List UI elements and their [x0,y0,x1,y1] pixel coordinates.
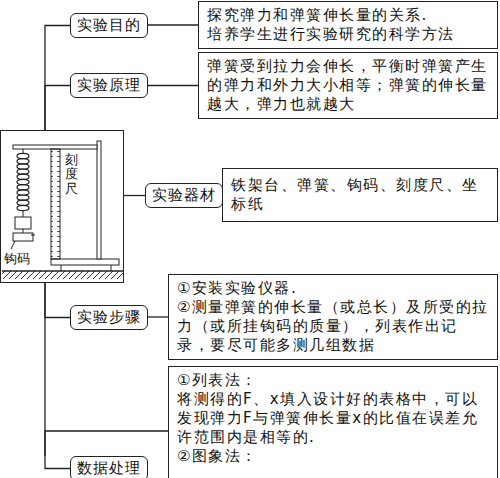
category-box: 实验原理 [70,73,148,98]
category-label: 实验器材 [152,186,216,205]
content-box: 铁架台、弹簧、钩码、刻度尺、坐标纸 [222,168,498,222]
connector [45,431,168,456]
category-label: 实验原理 [77,76,141,95]
content-text: 将测得的F、x填入设计好的表格中，可以发现弹力F与弹簧伸长量x的比值在误差允许范… [177,390,489,447]
content-box: ①列表法：将测得的F、x填入设计好的表格中，可以发现弹力F与弹簧伸长量x的比值在… [168,366,498,478]
content-box: 弹簧受到拉力会伸长，平衡时弹簧产生的弹力和外力大小相等；弹簧的伸长量越大，弹力也… [198,52,498,119]
category-box: 数据处理 [70,456,148,478]
connector [148,85,198,86]
category-label: 实验步骤 [77,308,141,327]
connector [45,283,70,318]
content-text: ②图象法： [177,447,489,466]
category-box: 实验目的 [70,13,148,38]
connector [148,24,198,25]
content-text: 铁架台、弹簧、钩码、刻度尺、坐标纸 [231,176,489,214]
content-box: 探究弹力和弹簧伸长量的关系.培养学生进行实验研究的科学方法 [198,1,498,49]
content-text: ①列表法： [177,371,489,390]
part-label: 钩码 [4,250,30,268]
content-text: 培养学生进行实验研究的科学方法 [207,25,489,44]
apparatus-figure: 刻度尺钩码 [0,130,124,283]
content-box: ①安装实验仪器.②测量弹簧的伸长量（或总长）及所受的拉力（或所挂钩码的质量），列… [168,274,498,360]
category-box: 实验器材 [145,183,223,208]
connector [45,26,70,131]
category-box: 实验步骤 [70,305,148,330]
content-text: 弹簧受到拉力会伸长，平衡时弹簧产生的弹力和外力大小相等；弹簧的伸长量越大，弹力也… [207,57,489,114]
connector [45,86,70,131]
category-label: 实验目的 [77,16,141,35]
content-text: ①安装实验仪器. [177,279,489,298]
part-label: 刻度尺 [65,153,78,196]
category-label: 数据处理 [77,459,141,478]
connector [148,316,168,317]
content-text: ②测量弹簧的伸长量（或总长）及所受的拉力（或所挂钩码的质量），列表作出记录，要尽… [177,298,489,355]
connector [124,195,145,196]
content-text: 探究弹力和弹簧伸长量的关系. [207,6,489,25]
connector [45,283,70,469]
